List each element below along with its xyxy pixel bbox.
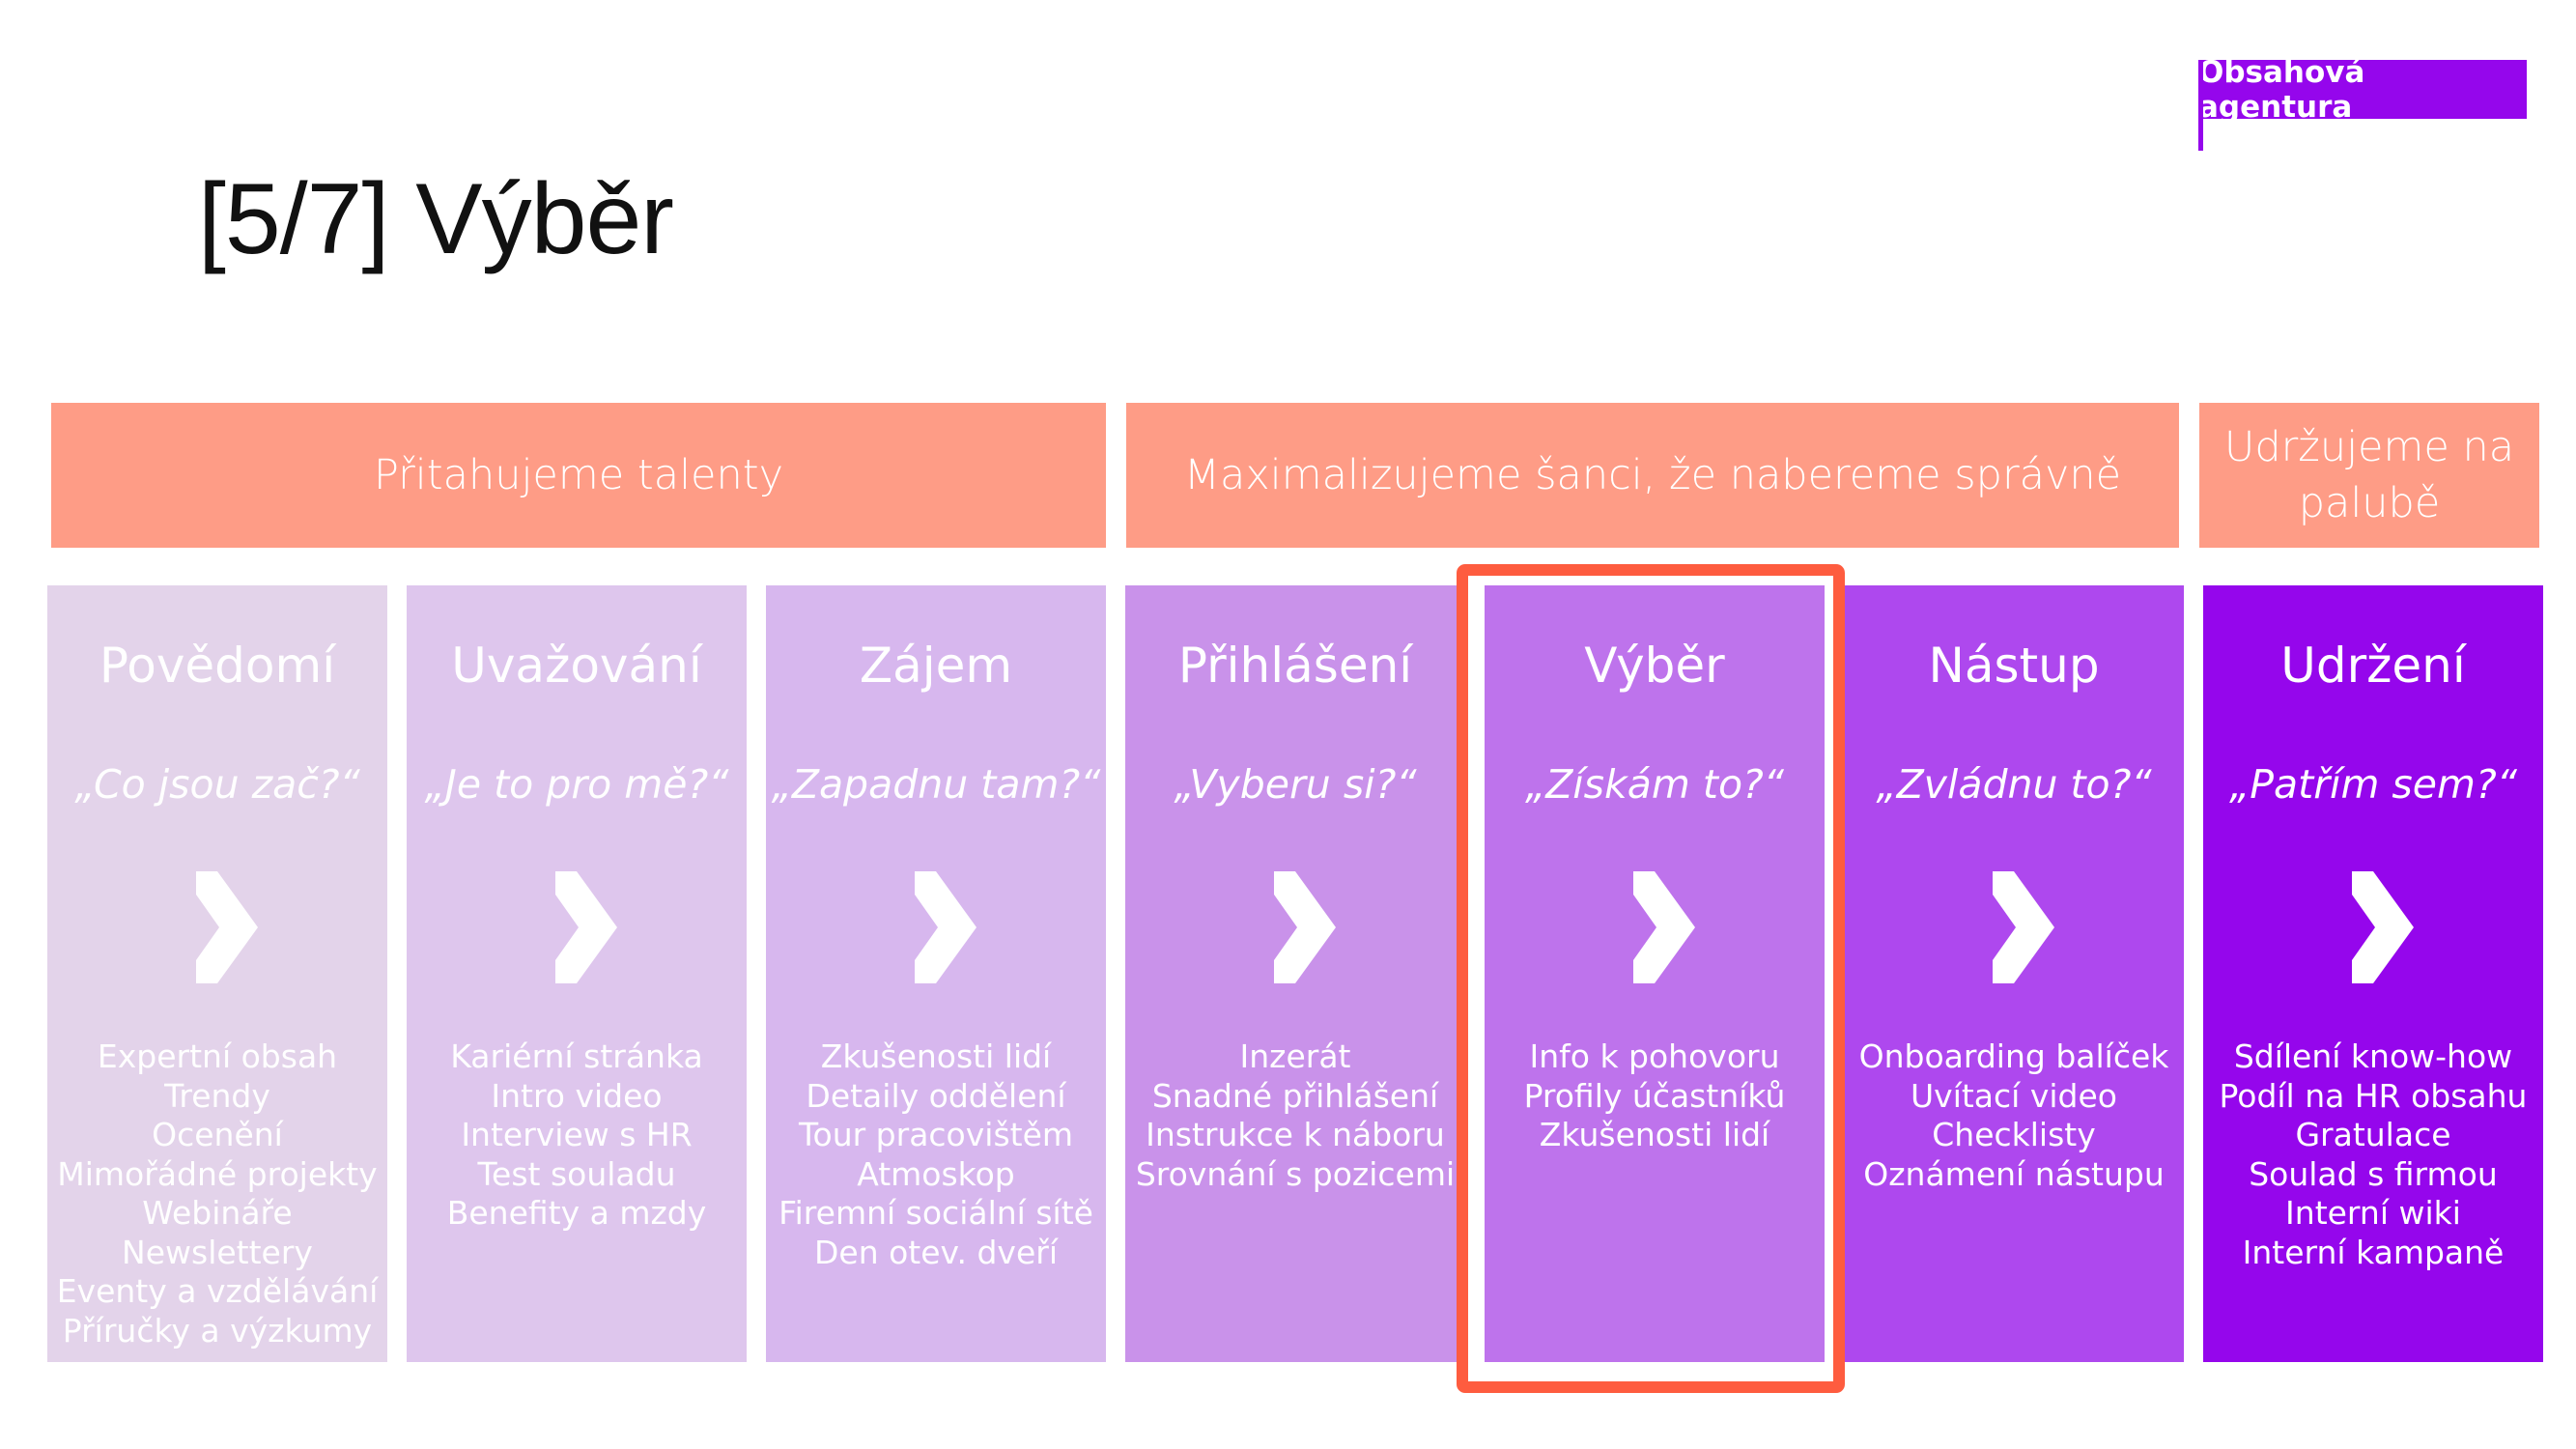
chevron-right-icon — [555, 871, 617, 983]
stage-name: Uvažování — [451, 638, 702, 694]
chevron-right-icon — [2352, 871, 2414, 983]
stage-item: Mimořádné projekty — [57, 1154, 378, 1193]
stage-name: Nástup — [1928, 638, 2100, 694]
stage-item: Atmoskop — [857, 1154, 1015, 1193]
group-maximize: Maximalizujeme šanci, že nabereme správn… — [1126, 403, 2179, 548]
chevron-right-icon — [1274, 871, 1336, 983]
stage-item: Zkušenosti lidí — [820, 1037, 1052, 1075]
stage-item: Interview s HR — [461, 1116, 693, 1153]
group-retain: Udržujeme na palubě — [2199, 403, 2539, 548]
chevron-right-icon — [1633, 871, 1695, 983]
stage-name: Zájem — [859, 638, 1013, 694]
stage-item: Zkušenosti lidí — [1539, 1116, 1770, 1153]
group-label: Přitahujeme talenty — [373, 451, 784, 499]
group-attract: Přitahujeme talenty — [51, 403, 1106, 548]
stage-item: Srovnání s pozicemi — [1135, 1154, 1456, 1193]
chevron-right-icon — [196, 871, 258, 983]
stage-column: Uvažování „Je to pro mě?“ Kariérní stránka… — [407, 585, 747, 1362]
stage-item: Den otev. dveří — [813, 1233, 1058, 1271]
stage-item: Interní kampaně — [2242, 1233, 2505, 1271]
stage-item: Oznámení nástupu — [1863, 1154, 2165, 1193]
stage-item: Profily účastníků — [1523, 1076, 1786, 1115]
stage-item: Soulad s firmou — [2249, 1154, 2498, 1193]
stage-item: Firemní sociální sítě — [778, 1194, 1093, 1232]
stage-item: Sdílení know-how — [2233, 1037, 2513, 1075]
stage-item: Příručky a výzkumy — [62, 1311, 373, 1350]
stage-question: „Patřím sem?“ — [2229, 761, 2517, 808]
stage-name: Povědomí — [99, 638, 336, 694]
stage-item: Eventy a vzdělávání — [56, 1272, 379, 1310]
stage-name: Udržení — [2280, 638, 2466, 694]
brand-tick — [2198, 60, 2203, 151]
stage-item: Gratulace — [2295, 1116, 2451, 1153]
stage-item: Tour pracovištěm — [798, 1116, 1074, 1153]
stage-item: Onboarding balíček — [1858, 1037, 2169, 1075]
brand-label: Obsahová agentura — [2198, 55, 2527, 125]
stage-item: Inzerát — [1239, 1037, 1351, 1075]
stage-item: Expertní obsah — [97, 1037, 338, 1075]
stage-item: Snadné přihlášení — [1151, 1076, 1439, 1115]
stage-item: Benefity a mzdy — [446, 1194, 707, 1232]
stage-item: Detaily oddělení — [806, 1076, 1066, 1115]
group-label: Udržujeme na palubě — [2223, 423, 2515, 527]
stage-item: Ocenění — [152, 1116, 283, 1153]
stage-name: Přihlášení — [1177, 638, 1413, 694]
stage-name: Výběr — [1584, 638, 1725, 694]
stage-item: Kariérní stránka — [450, 1037, 703, 1075]
group-label: Maximalizujeme šanci, že nabereme správn… — [1183, 451, 2122, 499]
stage-question: „Získám to?“ — [1524, 761, 1785, 808]
current-stage-highlight — [1457, 564, 1845, 1393]
chevron-right-icon — [1993, 871, 2054, 983]
stage-item: Test souladu — [477, 1154, 676, 1193]
stage-item: Info k pohovoru — [1529, 1037, 1780, 1075]
stage-question: „Je to pro mě?“ — [424, 761, 729, 808]
stage-item: Interní wiki — [2285, 1194, 2461, 1232]
stage-question: „Zvládnu to?“ — [1876, 761, 2152, 808]
stage-item: Podíl na HR obsahu — [2219, 1076, 2528, 1115]
stage-item: Intro video — [491, 1076, 663, 1115]
stage-item: Uvítací video — [1911, 1076, 2117, 1115]
stage-question: „Vyberu si?“ — [1174, 761, 1417, 808]
page-title: [5/7] Výběr — [198, 163, 674, 275]
stage-item: Webináře — [142, 1194, 293, 1232]
stage-question: „Co jsou zač?“ — [74, 761, 360, 808]
stage-item: Trendy — [164, 1076, 270, 1115]
stage-item: Checklisty — [1932, 1116, 2096, 1153]
stage-item: Instrukce k náboru — [1146, 1116, 1445, 1153]
stage-question: „Zapadnu tam?“ — [771, 761, 1101, 808]
stage-item: Newslettery — [122, 1233, 313, 1271]
chevron-right-icon — [915, 871, 977, 983]
